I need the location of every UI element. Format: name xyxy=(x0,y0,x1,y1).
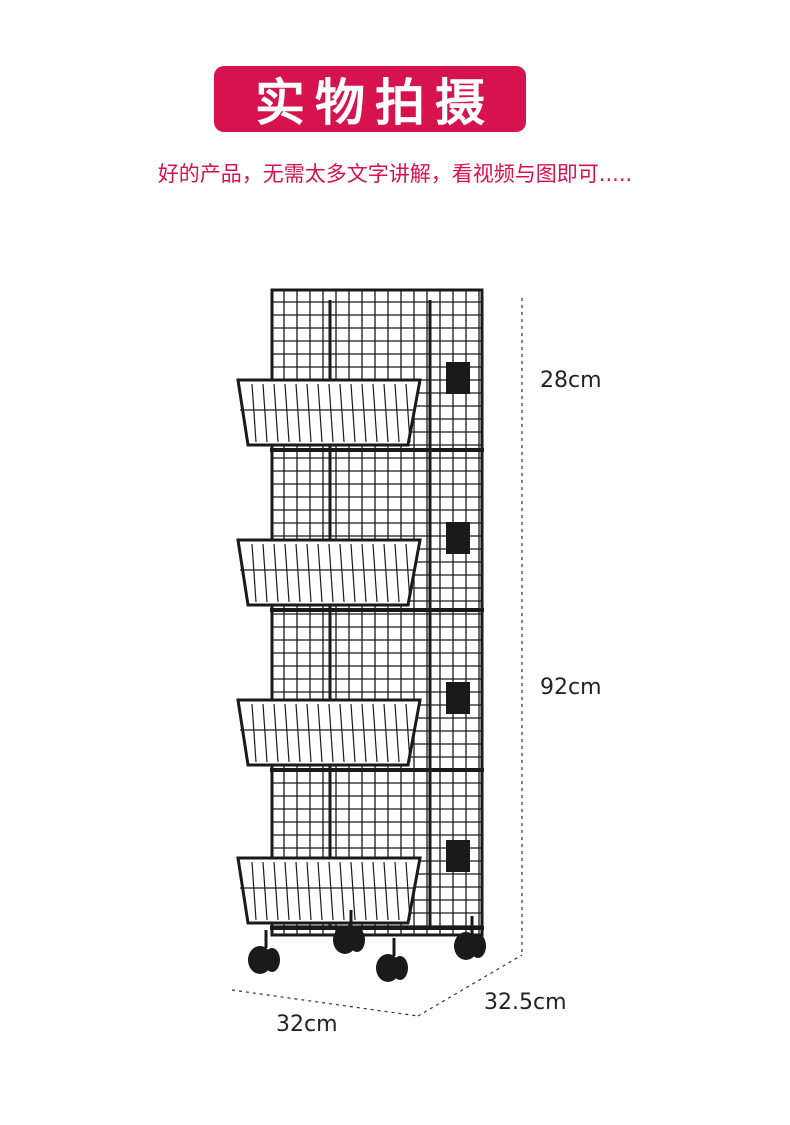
basket-tier xyxy=(236,682,484,772)
caster-wheel xyxy=(333,910,365,954)
caster-wheel xyxy=(248,930,280,974)
caster-wheel xyxy=(376,938,408,982)
dim-label-top-tier: 28cm xyxy=(540,368,602,393)
dimension-lines xyxy=(231,298,523,1017)
rack-baskets xyxy=(236,362,484,930)
dim-label-depth: 32.5cm xyxy=(484,990,567,1015)
caster-wheel xyxy=(454,916,486,960)
title-banner: 实物拍摄 xyxy=(214,66,526,132)
rack-wheels xyxy=(248,910,486,982)
basket-tier xyxy=(236,522,484,612)
dim-label-height: 92cm xyxy=(540,675,602,700)
basket-tier xyxy=(236,362,484,452)
banner-title: 实物拍摄 xyxy=(255,74,495,132)
basket-tier xyxy=(236,840,484,930)
subtitle-text: 好的产品，无需太多文字讲解，看视频与图即可..... xyxy=(157,162,633,186)
dim-label-width: 32cm xyxy=(276,1012,338,1037)
